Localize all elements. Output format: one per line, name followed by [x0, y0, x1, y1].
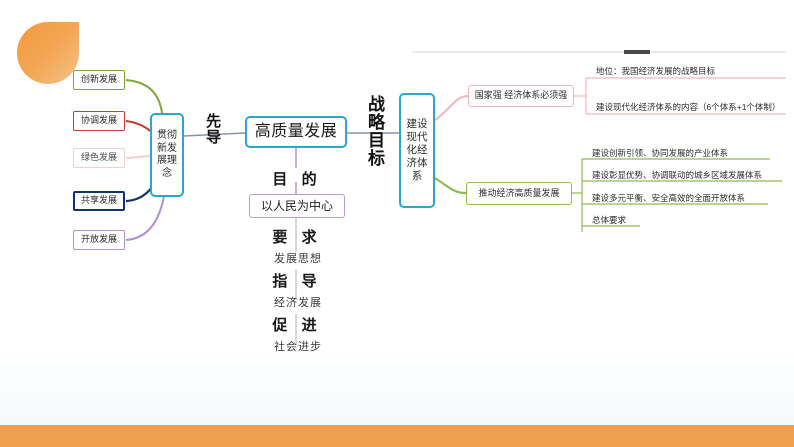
- node-high-quality-development[interactable]: 高质量发展: [245, 116, 347, 148]
- label-economic-development: 经济发展: [274, 297, 322, 309]
- node-innovation-development[interactable]: 创新发展: [73, 70, 125, 90]
- orange-blob-decoration: [17, 22, 79, 84]
- label-social-progress: 社会进步: [274, 341, 322, 353]
- row-open-system[interactable]: 建设多元平衡、安全高效的全面开放体系: [592, 193, 746, 203]
- label-requirement: 要 求: [272, 229, 322, 246]
- row-status-strategic-goal[interactable]: 地位：我国经济发展的战略目标: [596, 66, 716, 76]
- row-overall-requirements[interactable]: 总体要求: [592, 215, 627, 225]
- bottom-orange-bar: [0, 425, 794, 447]
- label-promotion: 促 进: [272, 317, 322, 334]
- node-green-development[interactable]: 绿色发展: [73, 148, 125, 168]
- node-coordinated-development[interactable]: 协调发展: [73, 111, 125, 131]
- label-pioneer: 先导: [204, 113, 221, 145]
- label-strategic-goal: 战略目标: [365, 95, 384, 167]
- node-modern-economic-system[interactable]: 建设 现代 化经 济体 系: [399, 93, 435, 208]
- node-people-centered[interactable]: 以人民为中心: [249, 194, 345, 218]
- label-purpose: 目 的: [272, 171, 322, 188]
- node-shared-development[interactable]: 共享发展: [73, 191, 125, 211]
- top-divider-accent: [624, 50, 650, 54]
- node-strong-nation-strong-system[interactable]: 国家强 经济体系必须强: [468, 85, 574, 107]
- row-urban-rural-system[interactable]: 建设彰显优势、协调联动的城乡区域发展体系: [592, 170, 763, 180]
- node-open-development[interactable]: 开放发展: [73, 230, 125, 250]
- row-industrial-system[interactable]: 建设创新引领、协同发展的产业体系: [592, 148, 729, 158]
- label-guidance: 指 导: [272, 273, 322, 290]
- label-development-thought: 发展思想: [274, 253, 322, 265]
- row-system-contents[interactable]: 建设现代化经济体系的内容（6个体系+1个体制）: [596, 102, 781, 112]
- node-new-development-concept[interactable]: 贯彻 新发 展理 念: [150, 113, 184, 197]
- top-divider-line: [412, 51, 786, 53]
- node-promote-high-quality-economy[interactable]: 推动经济高质量发展: [466, 182, 572, 205]
